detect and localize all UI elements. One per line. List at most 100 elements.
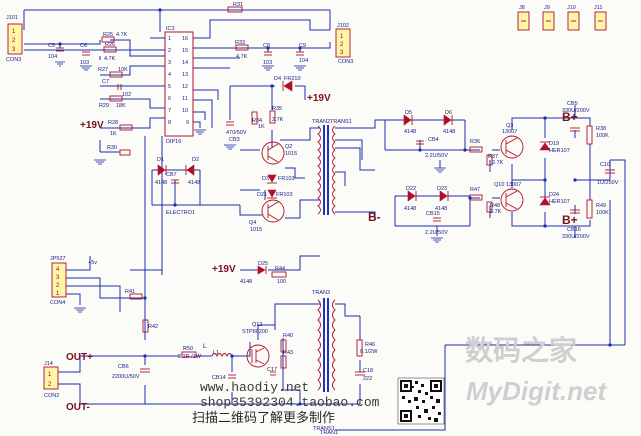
c8-value: 103 [263, 60, 272, 66]
q3-value: 13007 [502, 129, 517, 135]
d5-ref: D5 [405, 110, 412, 116]
j101-pin-3: 3 [12, 47, 16, 53]
ic3-pin-1: 1 [168, 36, 171, 42]
transistors: Q2 1015 Q4 1015 Q3 13007 Q10 13007 Q12 S… [242, 123, 524, 368]
q10-ref: Q10 [494, 182, 504, 188]
watermark-url-1: www.haodiy.net [200, 380, 309, 395]
d22-value: 4148 [404, 206, 416, 212]
d1-ref: D1 [157, 157, 164, 163]
jp527-name: CON4 [50, 300, 65, 306]
ic3-pin-8: 8 [168, 120, 171, 126]
j9-ref: J9 [544, 5, 550, 11]
q4-value: 1015 [250, 227, 262, 233]
connector-j14: J14 1 2 CON2 [43, 361, 59, 399]
r49-ref: R49 [596, 203, 606, 209]
jp527-ref: JP527 [50, 256, 66, 262]
cb6-value: 2200U/50V [112, 374, 140, 380]
r41-ref: R41 [125, 289, 135, 295]
d3-value: FR103 [278, 176, 295, 182]
cb3-value: 470/50V [226, 130, 247, 136]
r36-ref: R36 [470, 139, 480, 145]
ground-icon [431, 237, 443, 243]
resistors: R31 R25 4.7K R26 4.7K R33 4.7K R27 10K R… [98, 2, 609, 369]
ic3-pin-6: 6 [168, 96, 171, 102]
q3-ref: Q3 [506, 123, 513, 129]
c5-value: 104 [48, 54, 57, 60]
tran1-label: TRAN1 [320, 430, 338, 436]
j10-ref: J10 [567, 5, 576, 11]
j14-name: CON2 [44, 393, 59, 399]
c18-value: 222 [363, 376, 372, 382]
r37-value: 2.7K [492, 160, 504, 166]
ground-icon [434, 167, 446, 173]
ic3-pin-16: 16 [182, 36, 188, 42]
j14-pin-2: 2 [48, 382, 52, 388]
net-b-plus-bottom: B+ [562, 213, 578, 227]
c18-ref: C18 [363, 368, 373, 374]
cb4-value: 2.2U/50V [425, 153, 448, 159]
r26-value: 4.7K [104, 56, 116, 62]
jp527-pin-3: 3 [56, 275, 60, 281]
c6-ref: C6 [80, 43, 87, 49]
diodes: D1 4148 D2 4148 D4 FR210 D3 FR103 D21 FR… [155, 76, 570, 285]
r48-ref: R48 [490, 203, 500, 209]
d24-ref: D24 [549, 192, 559, 198]
ic3-pin-2: 2 [168, 48, 171, 54]
cb14-ref: CB14 [212, 375, 226, 381]
d25-value: 4148 [240, 279, 252, 285]
ic3-pin-7: 7 [168, 108, 171, 114]
cb5-ref: CB5 [567, 101, 578, 107]
r34-ref: R34 [252, 118, 262, 124]
d6-ref: D6 [445, 110, 452, 116]
tran2-sub: TRANS1 [330, 119, 352, 125]
r25-ref: R25 [103, 32, 113, 38]
r47-ref: R47 [470, 187, 480, 193]
ground-icon [74, 307, 86, 313]
r29-ref: R29 [99, 103, 109, 109]
d3-ref: D3 [262, 176, 269, 182]
j102-pin-2: 2 [340, 42, 344, 48]
r37-ref: R37 [488, 154, 498, 160]
cb4-ref: CB4 [428, 137, 439, 143]
r25-value: 4.7K [116, 32, 128, 38]
junction-dots [58, 8, 612, 406]
c10-ref: C10 [600, 162, 610, 168]
ic3-dip16: IC3 1 2 3 4 5 6 7 8 16 15 14 13 12 11 10… [164, 26, 194, 145]
j101-ref: J101 [6, 15, 18, 21]
transformer-tran2: TRAN2 TRANS1 [312, 119, 352, 215]
r33-ref: R33 [235, 40, 245, 46]
d23-value: 4148 [435, 206, 447, 212]
qr-code-icon [397, 377, 445, 425]
j101-name: CON3 [6, 57, 21, 63]
d19-ref: D19 [549, 141, 559, 147]
q2-value: 1015 [285, 151, 297, 157]
r28-ref: R28 [108, 120, 118, 126]
cb16-ref: CB16 [567, 227, 581, 233]
net-out-minus: OUT- [66, 402, 90, 413]
r49-value: 100K [596, 210, 609, 216]
net-5v: +5v [88, 260, 97, 266]
d6-value: 4148 [443, 129, 455, 135]
capacitors: C5 104 C6 103 C8 103 C9 104 C7 102 CB7 E… [48, 43, 619, 382]
cb15-value: 2.2U/50V [425, 230, 448, 236]
j102-pin-3: 3 [340, 50, 344, 56]
j14-pin-1: 1 [48, 372, 52, 378]
j101-pin-2: 2 [12, 38, 16, 44]
c5-ref: C5 [48, 43, 55, 49]
net-19v-bottom: +19V [212, 264, 236, 275]
c9-value: 104 [299, 58, 308, 64]
r29-value: 18K [116, 103, 126, 109]
cb3-ref: CB3 [229, 137, 240, 143]
ground-icon [262, 65, 274, 71]
r40-ref: R40 [283, 333, 293, 339]
net-b-plus-top: B+ [562, 110, 578, 124]
r44-ref: R44 [275, 266, 285, 272]
watermark-scan-text: 扫描二维码了解更多制作 [192, 410, 335, 426]
r48-value: 2.7K [490, 209, 502, 215]
r44-value: 100 [277, 279, 286, 285]
j11-ref: J11 [594, 5, 602, 11]
r34-value: 1K [258, 124, 265, 130]
ground-icon [194, 129, 206, 135]
c6-value: 103 [80, 60, 89, 66]
j101-pin-1: 1 [12, 29, 16, 35]
